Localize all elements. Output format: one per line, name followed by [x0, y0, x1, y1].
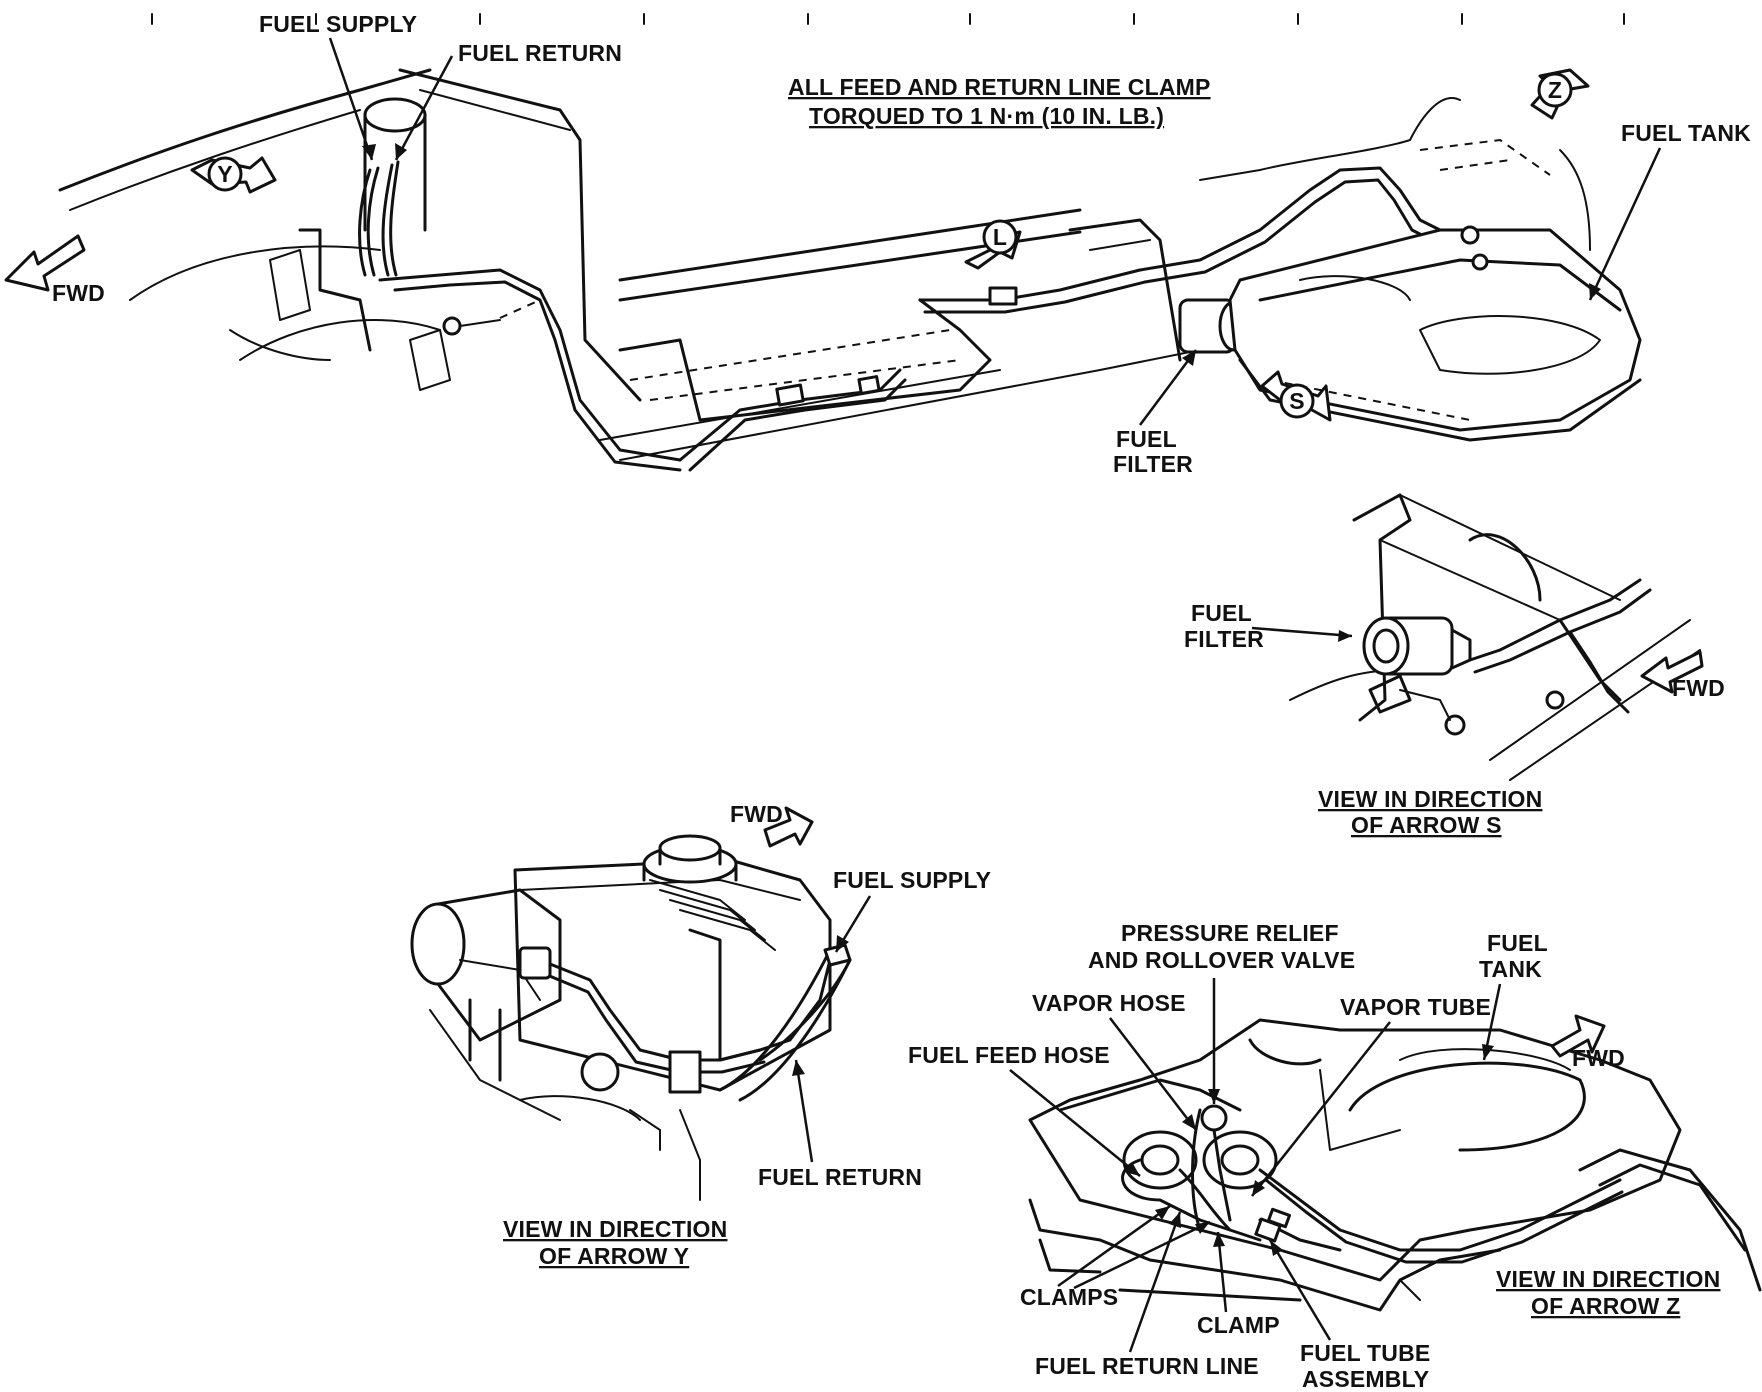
- fwd-arrow-z: FWD: [1550, 1014, 1625, 1071]
- label-fuel-tank-z-1: FUEL: [1487, 930, 1548, 956]
- fwd-label-z: FWD: [1572, 1045, 1625, 1071]
- view-y: [410, 834, 852, 1201]
- label-fuel-supply-y: FUEL SUPPLY: [833, 867, 991, 893]
- torque-note-line2: TORQUED TO 1 N·m (10 IN. LB.): [809, 103, 1164, 129]
- label-fuel-return-y: FUEL RETURN: [758, 1164, 922, 1190]
- label-fuel-tube-1: FUEL TUBE: [1300, 1340, 1430, 1366]
- caption-s-line1: VIEW IN DIRECTION: [1318, 786, 1542, 812]
- fwd-label-y: FWD: [730, 801, 783, 827]
- fwd-arrow-s: FWD: [1640, 650, 1725, 701]
- view-z: [1028, 1018, 1762, 1312]
- view-marker-z: Z: [1530, 68, 1590, 120]
- view-marker-l: L: [964, 219, 1022, 270]
- label-fuel-filter-main-2: FILTER: [1113, 451, 1193, 477]
- view-s-labels: FUEL FILTER FWD VIEW IN DIRECTION OF ARR…: [1184, 600, 1725, 838]
- label-fuel-feed-hose: FUEL FEED HOSE: [908, 1042, 1110, 1068]
- marker-z-letter: Z: [1548, 77, 1562, 103]
- label-fuel-filter-s-2: FILTER: [1184, 626, 1264, 652]
- caption-z-line1: VIEW IN DIRECTION: [1496, 1266, 1720, 1292]
- label-pressure-relief-1: PRESSURE RELIEF: [1121, 920, 1339, 946]
- label-fuel-return-line: FUEL RETURN LINE: [1035, 1353, 1259, 1379]
- marker-y-letter: Y: [217, 161, 233, 187]
- fwd-label-s: FWD: [1672, 675, 1725, 701]
- view-marker-y: Y: [190, 156, 277, 194]
- view-marker-s: S: [1260, 370, 1332, 422]
- label-fuel-tube-2: ASSEMBLY: [1302, 1366, 1429, 1392]
- label-clamps: CLAMPS: [1020, 1284, 1118, 1310]
- label-fuel-tank-main: FUEL TANK: [1621, 120, 1751, 146]
- label-fuel-filter-main-1: FUEL: [1116, 426, 1177, 452]
- label-vapor-tube: VAPOR TUBE: [1340, 994, 1491, 1020]
- main-view-labels: FUEL SUPPLY FUEL RETURN ALL FEED AND RET…: [259, 11, 1751, 477]
- top-edge-ticks: [151, 13, 1625, 25]
- torque-note-line1: ALL FEED AND RETURN LINE CLAMP: [788, 74, 1211, 100]
- view-y-labels: FWD FUEL SUPPLY FUEL RETURN VIEW IN DIRE…: [503, 801, 991, 1269]
- fwd-arrow-y: FWD: [730, 801, 814, 848]
- main-view: [58, 68, 1642, 472]
- label-fuel-filter-s-1: FUEL: [1191, 600, 1252, 626]
- label-clamp: CLAMP: [1197, 1312, 1280, 1338]
- caption-z-line2: OF ARROW Z: [1531, 1293, 1680, 1319]
- view-z-labels: PRESSURE RELIEF AND ROLLOVER VALVE FUEL …: [908, 920, 1720, 1392]
- label-vapor-hose: VAPOR HOSE: [1032, 990, 1186, 1016]
- label-fuel-tank-z-2: TANK: [1479, 956, 1542, 982]
- label-pressure-relief-2: AND ROLLOVER VALVE: [1088, 947, 1355, 973]
- fwd-label-main: FWD: [52, 280, 105, 306]
- marker-l-letter: L: [993, 224, 1007, 250]
- label-fuel-supply-main: FUEL SUPPLY: [259, 11, 417, 37]
- fwd-arrow-main: FWD: [4, 234, 105, 306]
- view-s: [1289, 493, 1701, 781]
- label-fuel-return-main: FUEL RETURN: [458, 40, 622, 66]
- caption-s-line2: OF ARROW S: [1351, 812, 1502, 838]
- marker-s-letter: S: [1289, 388, 1305, 414]
- caption-y-line1: VIEW IN DIRECTION: [503, 1216, 727, 1242]
- caption-y-line2: OF ARROW Y: [539, 1243, 689, 1269]
